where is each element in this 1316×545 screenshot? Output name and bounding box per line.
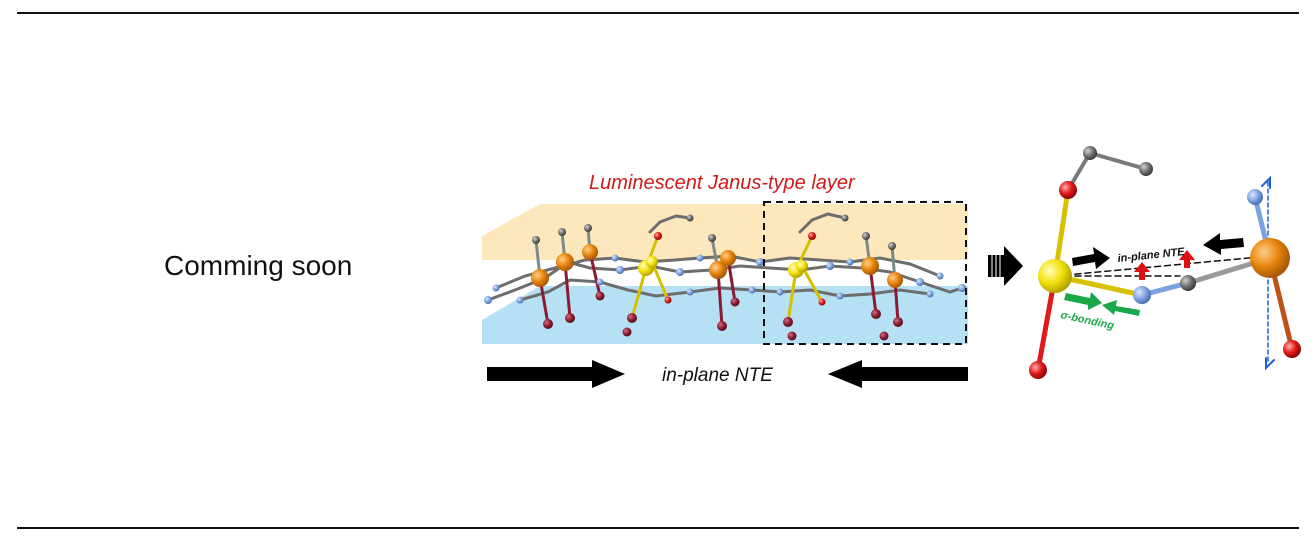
main-nte-label: in-plane NTE xyxy=(662,365,773,386)
zoom-nte-label: in-plane NTE xyxy=(1117,246,1186,265)
sigma-bonding-label: σ-bonding xyxy=(1059,309,1115,332)
top-rule xyxy=(17,12,1299,14)
transition-arrow xyxy=(988,246,1023,286)
main-nte-arrows xyxy=(487,360,968,388)
bottom-band xyxy=(482,286,968,344)
right-pointing-arrow xyxy=(487,360,625,388)
layer-framework xyxy=(484,212,966,341)
transition-arrow-stripes xyxy=(991,255,1001,277)
zoomed-fragment xyxy=(1029,146,1301,379)
coming-soon-text: Comming soon xyxy=(164,250,353,281)
layer-title: Luminescent Janus-type layer xyxy=(589,172,856,194)
bottom-rule xyxy=(17,527,1299,529)
zoom-selection-box xyxy=(763,201,967,345)
left-pointing-arrow xyxy=(828,360,968,388)
